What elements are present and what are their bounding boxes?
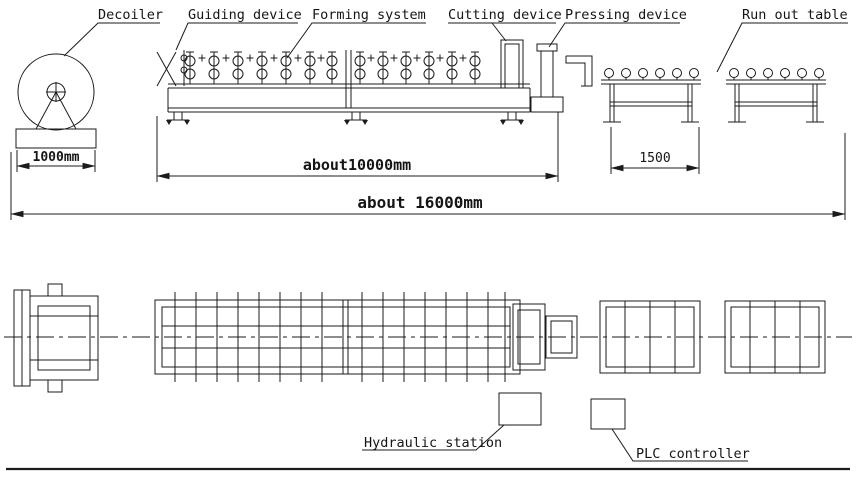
dimension-1500: 1500 <box>610 127 700 174</box>
cutting-device-leader <box>491 22 507 42</box>
forming-system-label: Forming system <box>312 7 426 23</box>
hydraulic-station-leader <box>362 424 505 451</box>
hydraulic-station-box <box>498 392 542 426</box>
elevation-view <box>15 39 827 149</box>
forming-machine-elevation <box>165 50 531 126</box>
plc-controller-box <box>590 398 626 430</box>
dimension-10000: about10000mm <box>156 112 559 182</box>
forming-system-leader <box>286 22 426 59</box>
pressing-device-leader <box>548 22 680 48</box>
decoiler-label: Decoiler <box>98 7 163 23</box>
pressing-device-elevation <box>530 43 593 113</box>
dim-10000-text: about10000mm <box>303 156 411 174</box>
dimension-1000: 1000mm <box>16 150 96 172</box>
dim-16000-text: about 16000mm <box>357 193 483 212</box>
guiding-device-leader <box>175 22 298 51</box>
decoiler-plan <box>13 283 99 393</box>
dimension-16000: about 16000mm <box>10 133 846 220</box>
guiding-device-elevation <box>156 50 188 87</box>
plc-controller: PLC controller <box>590 398 750 462</box>
plc-controller-label: PLC controller <box>636 446 750 462</box>
plan-view <box>4 283 852 393</box>
decoiler-leader <box>63 22 160 57</box>
run-out-table-leader <box>716 22 848 73</box>
cutting-device-label: Cutting device <box>448 7 562 23</box>
decoiler-elevation <box>15 53 97 149</box>
dim-1500-text: 1500 <box>639 151 670 166</box>
run-out-table-label: Run out table <box>742 7 848 23</box>
pressing-device-label: Pressing device <box>565 7 687 23</box>
guiding-device-label: Guiding device <box>188 7 302 23</box>
hydraulic-station-label: Hydraulic station <box>364 435 502 451</box>
cutting-device-elevation <box>500 39 524 89</box>
dim-1000-text: 1000mm <box>33 150 80 165</box>
hydraulic-station: Hydraulic station <box>362 392 542 451</box>
run-out-table-2-elevation <box>725 68 827 123</box>
run-out-table-1-elevation <box>600 68 702 123</box>
callout-labels: Decoiler Guiding device Forming system C… <box>63 7 848 73</box>
plc-controller-leader <box>611 428 748 462</box>
